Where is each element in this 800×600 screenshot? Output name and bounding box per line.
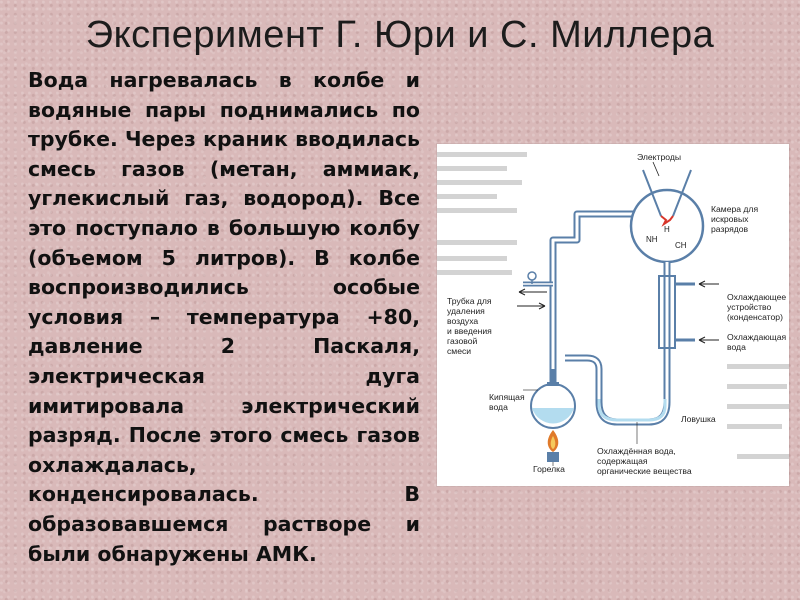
text-line: давление 2 Паскаля, — [28, 334, 420, 359]
label-chamber: Камера для искровых разрядов — [711, 204, 759, 234]
condenser — [658, 275, 676, 349]
text-line: трубке. Через краник вводилась — [28, 127, 420, 152]
apparatus-diagram: NH H CH — [517, 161, 719, 466]
text-line: электрическая дуга — [28, 363, 420, 388]
trap-water — [597, 399, 667, 422]
text-line: смесь газов (метан, аммиак, — [28, 156, 420, 181]
text-line: образовавшемся растворе и — [28, 511, 420, 536]
miller-urey-apparatus-figure: NH H CH Электроды Камера для искровых ра… — [437, 144, 789, 486]
text-line: воспроизводились особые — [28, 275, 420, 300]
text-line: Вода нагревалась в колбе и — [28, 68, 420, 92]
arrow — [698, 336, 719, 344]
text-line: водяные пары поднимались по — [28, 97, 420, 122]
gas-nh: NH — [646, 235, 658, 244]
text-line: разряд. После этого смесь газов — [28, 423, 420, 448]
text-line: (объемом 5 литров). В колбе — [28, 245, 420, 270]
text-line: были обнаружены АМК. — [28, 541, 317, 566]
label-boiling-water: Кипящая вода — [489, 392, 525, 412]
gas-h: H — [664, 225, 670, 234]
text-line: имитировала электрический — [28, 393, 420, 418]
label-electrodes: Электроды — [637, 152, 682, 162]
text-line: конденсировалась. В — [28, 482, 420, 507]
body-text: Вода нагревалась в колбе и водяные пары … — [28, 66, 420, 569]
text-line: охлаждалась, — [28, 452, 197, 477]
arrow — [517, 302, 546, 310]
text-line: это поступало в большую колбу — [28, 215, 420, 240]
arrow — [518, 288, 547, 296]
label-cooled-water: Охлаждённая вода, содержащая органически… — [597, 446, 692, 476]
spark-icon — [660, 215, 674, 227]
arrow — [698, 280, 719, 288]
gas-ch: CH — [675, 241, 687, 250]
electrode — [672, 169, 692, 217]
label-cooling-water: Охлаждающая вода — [727, 332, 787, 352]
valve — [527, 271, 537, 281]
burner — [547, 452, 559, 462]
label-cooler: Охлаждающее устройство (конденсатор) — [727, 292, 787, 322]
electrode — [642, 169, 662, 217]
boiling-water — [532, 408, 574, 424]
slide-title: Эксперимент Г. Юри и С. Миллера — [85, 14, 715, 56]
text-line: углекислый газ, водород). Все — [28, 186, 420, 211]
label-burner: Горелка — [533, 464, 565, 474]
label-tube: Трубка для удаления воздуха и введения г… — [447, 296, 492, 356]
text-line: условия – температура +80, — [28, 304, 420, 329]
label-trap: Ловушка — [681, 414, 716, 424]
